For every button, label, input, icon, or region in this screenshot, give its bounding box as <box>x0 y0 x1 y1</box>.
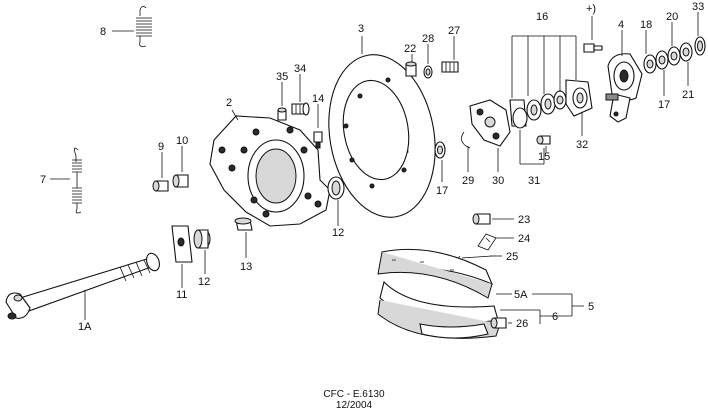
callout-17-mid: 17 <box>436 185 448 197</box>
callout-6: 6 <box>552 311 558 323</box>
part-30-bracket <box>469 99 511 147</box>
part-20-washer <box>667 46 681 66</box>
part-33-ring <box>694 36 706 56</box>
callout-22: 22 <box>404 43 416 55</box>
part-12-seal-upper <box>327 176 345 200</box>
part-7-spring <box>72 147 82 214</box>
part-13-bushing <box>234 217 253 231</box>
part-3-dust-shield <box>328 54 436 218</box>
callout-11: 11 <box>176 289 187 301</box>
part-23-roller <box>472 213 491 225</box>
leader-16 <box>511 35 577 98</box>
part-22-plug <box>405 61 417 77</box>
part-17-washer-mid <box>434 141 446 159</box>
callout-12-lower: 12 <box>198 276 210 288</box>
part-4-slack-adjuster <box>605 53 643 123</box>
part-10-bushing <box>172 174 189 188</box>
callout-32: 32 <box>576 139 588 151</box>
part-34-screw <box>291 102 310 116</box>
leader-5-6 <box>496 293 584 324</box>
footer-code: CFC - E.6130 <box>323 389 385 400</box>
callout-3: 3 <box>358 23 364 35</box>
part-24-clip <box>477 233 497 251</box>
part-12-bushing-lower <box>193 229 211 249</box>
callout-35: 35 <box>276 71 288 83</box>
part-26-roller <box>490 317 507 329</box>
callout-33: 33 <box>692 1 704 13</box>
part-8-spring <box>136 6 152 47</box>
callout-2: 2 <box>226 97 232 109</box>
part-21-washer <box>679 42 693 62</box>
part-27-bolt <box>441 61 459 73</box>
callout-13: 13 <box>240 261 252 273</box>
callout-8: 8 <box>100 26 106 38</box>
part-11-plate <box>171 225 193 263</box>
callout-34: 34 <box>294 63 306 75</box>
part-31-seal-set <box>509 90 567 129</box>
callout-14: 14 <box>312 93 324 105</box>
callout-16: 16 <box>536 11 548 23</box>
callout-20: 20 <box>666 11 678 23</box>
part-35-nipple <box>277 107 287 121</box>
part-2-spider <box>209 115 331 227</box>
callout-10: 10 <box>176 135 188 147</box>
leader-2 <box>231 109 239 121</box>
part-plus-bolt <box>583 43 603 53</box>
leader-31 <box>519 130 545 165</box>
callout-5: 5 <box>588 301 594 313</box>
part-29-clip <box>461 131 471 149</box>
callout-29: 29 <box>462 175 474 187</box>
callout-4: 4 <box>618 19 624 31</box>
part-28-washer <box>423 65 433 79</box>
callout-1A: 1A <box>78 321 92 333</box>
callout-23: 23 <box>518 214 530 226</box>
footer-date: 12/2004 <box>335 400 373 411</box>
part-17-washer-right <box>655 50 669 70</box>
callout-17-right: 17 <box>658 99 670 111</box>
callout-9: 9 <box>158 141 164 153</box>
callout-12-upper: 12 <box>332 227 344 239</box>
callout-7: 7 <box>40 174 46 186</box>
callout-28: 28 <box>422 33 434 45</box>
part-9-pin <box>152 180 169 192</box>
callout-18: 18 <box>640 19 652 31</box>
part-18-washer <box>643 54 657 74</box>
callout-plus: +) <box>586 3 596 15</box>
part-15-screw <box>536 135 551 145</box>
callout-27: 27 <box>448 25 460 37</box>
callout-21: 21 <box>682 89 694 101</box>
callout-15: 15 <box>538 151 550 163</box>
callout-24: 24 <box>518 233 530 245</box>
part-5A-shoe-upper <box>377 248 494 299</box>
part-32-plate <box>565 79 593 117</box>
part-6-shoe-lower <box>377 280 501 339</box>
callout-26: 26 <box>516 318 528 330</box>
part-1A-camshaft <box>5 252 160 320</box>
callout-25: 25 <box>506 251 518 263</box>
callout-5A: 5A <box>514 289 528 301</box>
part-14-nipple <box>313 131 323 149</box>
callout-31: 31 <box>528 175 540 187</box>
callout-30: 30 <box>492 175 504 187</box>
